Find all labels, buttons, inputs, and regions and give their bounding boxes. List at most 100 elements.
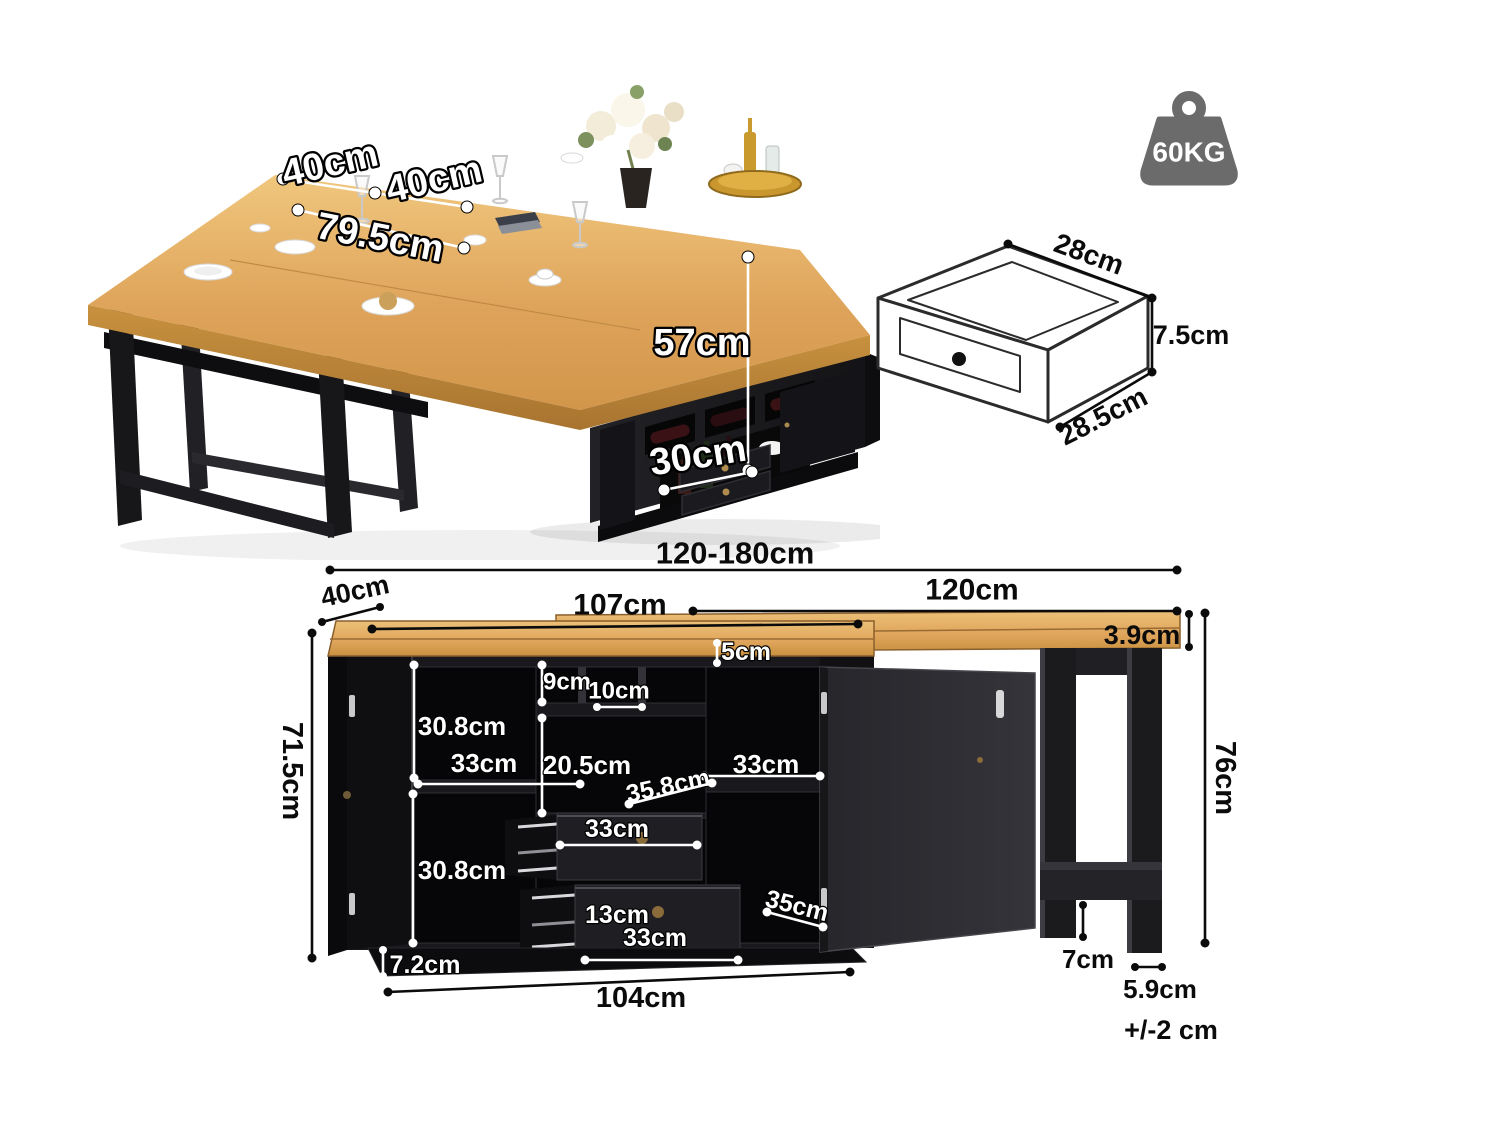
table-leg-frame	[1040, 648, 1162, 953]
hinge-icon	[349, 893, 355, 915]
dim-line-depth	[321, 605, 381, 624]
door-handle	[996, 690, 1004, 718]
door-knob	[343, 791, 351, 799]
hinge-icon	[349, 695, 355, 717]
weight-icon	[1140, 116, 1238, 186]
cell-left-upper	[411, 666, 537, 781]
flower	[586, 111, 616, 141]
dim-line-table-width	[297, 208, 465, 250]
plate-center	[194, 266, 222, 276]
dim-table-label: 120cm	[925, 574, 1018, 607]
dim-gap-label: 5cm	[721, 638, 771, 666]
table-leg-front-left	[108, 304, 142, 526]
tabletop-seam	[873, 627, 1181, 632]
cup	[463, 234, 487, 246]
dim-cell-w-right-label: 33cm	[733, 749, 800, 779]
flower	[611, 93, 645, 127]
drawer-height-label: 7.5cm	[1153, 320, 1230, 350]
bowl	[560, 152, 584, 164]
drawer-knob	[722, 488, 730, 496]
drawer-knob	[952, 352, 966, 366]
drawer-slide-rail	[531, 920, 576, 927]
door-thickness-edge	[820, 667, 828, 952]
dim-thickness-label: 3.9cm	[1104, 620, 1181, 650]
dim-mid-h-label: 20.5cm	[543, 750, 631, 780]
drawer-floor	[907, 261, 1119, 341]
cabinet-door-right-open	[819, 666, 1036, 953]
gold-tray-inner	[718, 172, 792, 190]
dimension-drawing: 120-180cm 40cm 107cm 120cm 3.9cm 76cm 71…	[276, 536, 1241, 1046]
table-stretcher-front	[120, 470, 334, 538]
cabinet-door-left-open	[347, 652, 412, 950]
dim-leg-width-label: 5.9cm	[1123, 974, 1197, 1004]
book	[495, 212, 540, 228]
drawer-front-inset	[899, 317, 1021, 393]
cabinet-door-left	[600, 420, 635, 530]
table-stretcher-back	[192, 452, 404, 501]
dim-drawer2-h-label: 13cm	[585, 901, 649, 929]
cubby-row	[535, 666, 707, 704]
glass-bowl	[491, 155, 509, 177]
cabinet-door-right	[780, 371, 855, 473]
flower	[664, 102, 684, 122]
wine-bottle-lying	[710, 407, 750, 427]
leg-highlight	[1127, 648, 1132, 953]
dim-cell-h2-label: 30.8cm	[418, 855, 506, 885]
vase	[620, 168, 652, 208]
dim-line-drawer-width	[1007, 242, 1153, 300]
glass-bowl	[571, 201, 589, 223]
cubby-divider	[638, 667, 646, 703]
door-knob	[784, 422, 790, 428]
wine-bottle-lying	[650, 424, 690, 444]
dim-cabinet-height-label: 71.5cm	[276, 722, 308, 820]
dim-cell-w-left-label: 33cm	[451, 748, 518, 778]
drawer2-side	[520, 885, 575, 958]
tabletop-right-edge	[580, 335, 870, 430]
cell-right-upper	[705, 666, 821, 777]
dim-line-base	[387, 970, 851, 994]
dim-foot-label: 7cm	[1062, 944, 1114, 974]
dim-base-label: 104cm	[596, 982, 686, 1014]
leaf	[658, 137, 672, 151]
cabinet-side	[865, 352, 880, 447]
table-leg-front-right	[318, 352, 352, 538]
dim-cell-h1-label: 30.8cm	[418, 711, 506, 741]
table-apron	[104, 332, 428, 418]
dim-drawer2-w-label: 33cm	[623, 924, 687, 952]
dim-line-drawer-diag	[628, 781, 713, 806]
bottle-neck	[726, 436, 731, 448]
drawer-slide-rail	[517, 822, 558, 829]
drawer-knob	[636, 832, 648, 844]
drawer-diagram: 28cm 7.5cm 28.5cm	[876, 227, 1230, 451]
stretcher-top	[1040, 862, 1162, 870]
drawer-slide-rail	[517, 866, 558, 873]
cabinet-left-side	[328, 652, 347, 956]
cubby-divider	[578, 667, 586, 703]
table-leg-right	[1127, 648, 1162, 953]
weight-icon-ring	[1172, 91, 1206, 125]
drawer-slide-rail	[517, 848, 558, 855]
product-photo-view: 40cm 40cm 79.5cm 57cm 30cm	[88, 85, 880, 560]
dim-line-door-w	[766, 910, 824, 929]
dim-door-height-label: 57cm	[653, 322, 750, 364]
drawer1-side	[505, 815, 557, 880]
dim-line-door-width	[663, 470, 753, 492]
drawer-knob	[721, 464, 729, 472]
tableware-props	[183, 152, 589, 316]
dim-cubby-h-label: 9cm	[543, 669, 591, 696]
weight-capacity-badge: 60KG	[1140, 91, 1238, 186]
wine-glasses	[353, 155, 589, 249]
leaf	[630, 85, 644, 99]
drawer-slide-rail	[531, 942, 576, 949]
food	[379, 292, 397, 310]
book	[498, 220, 542, 234]
dim-table-height-label: 76cm	[1209, 741, 1241, 815]
dim-total-label: 120-180cm	[656, 536, 815, 571]
drawer-slide-rail	[531, 893, 576, 900]
gold-tray-set	[708, 118, 802, 198]
dim-line-drawer-depth	[1059, 370, 1153, 429]
dim-plinth-label: 7.2cm	[390, 951, 461, 979]
flower	[642, 114, 670, 142]
floor-shadow	[120, 530, 840, 560]
